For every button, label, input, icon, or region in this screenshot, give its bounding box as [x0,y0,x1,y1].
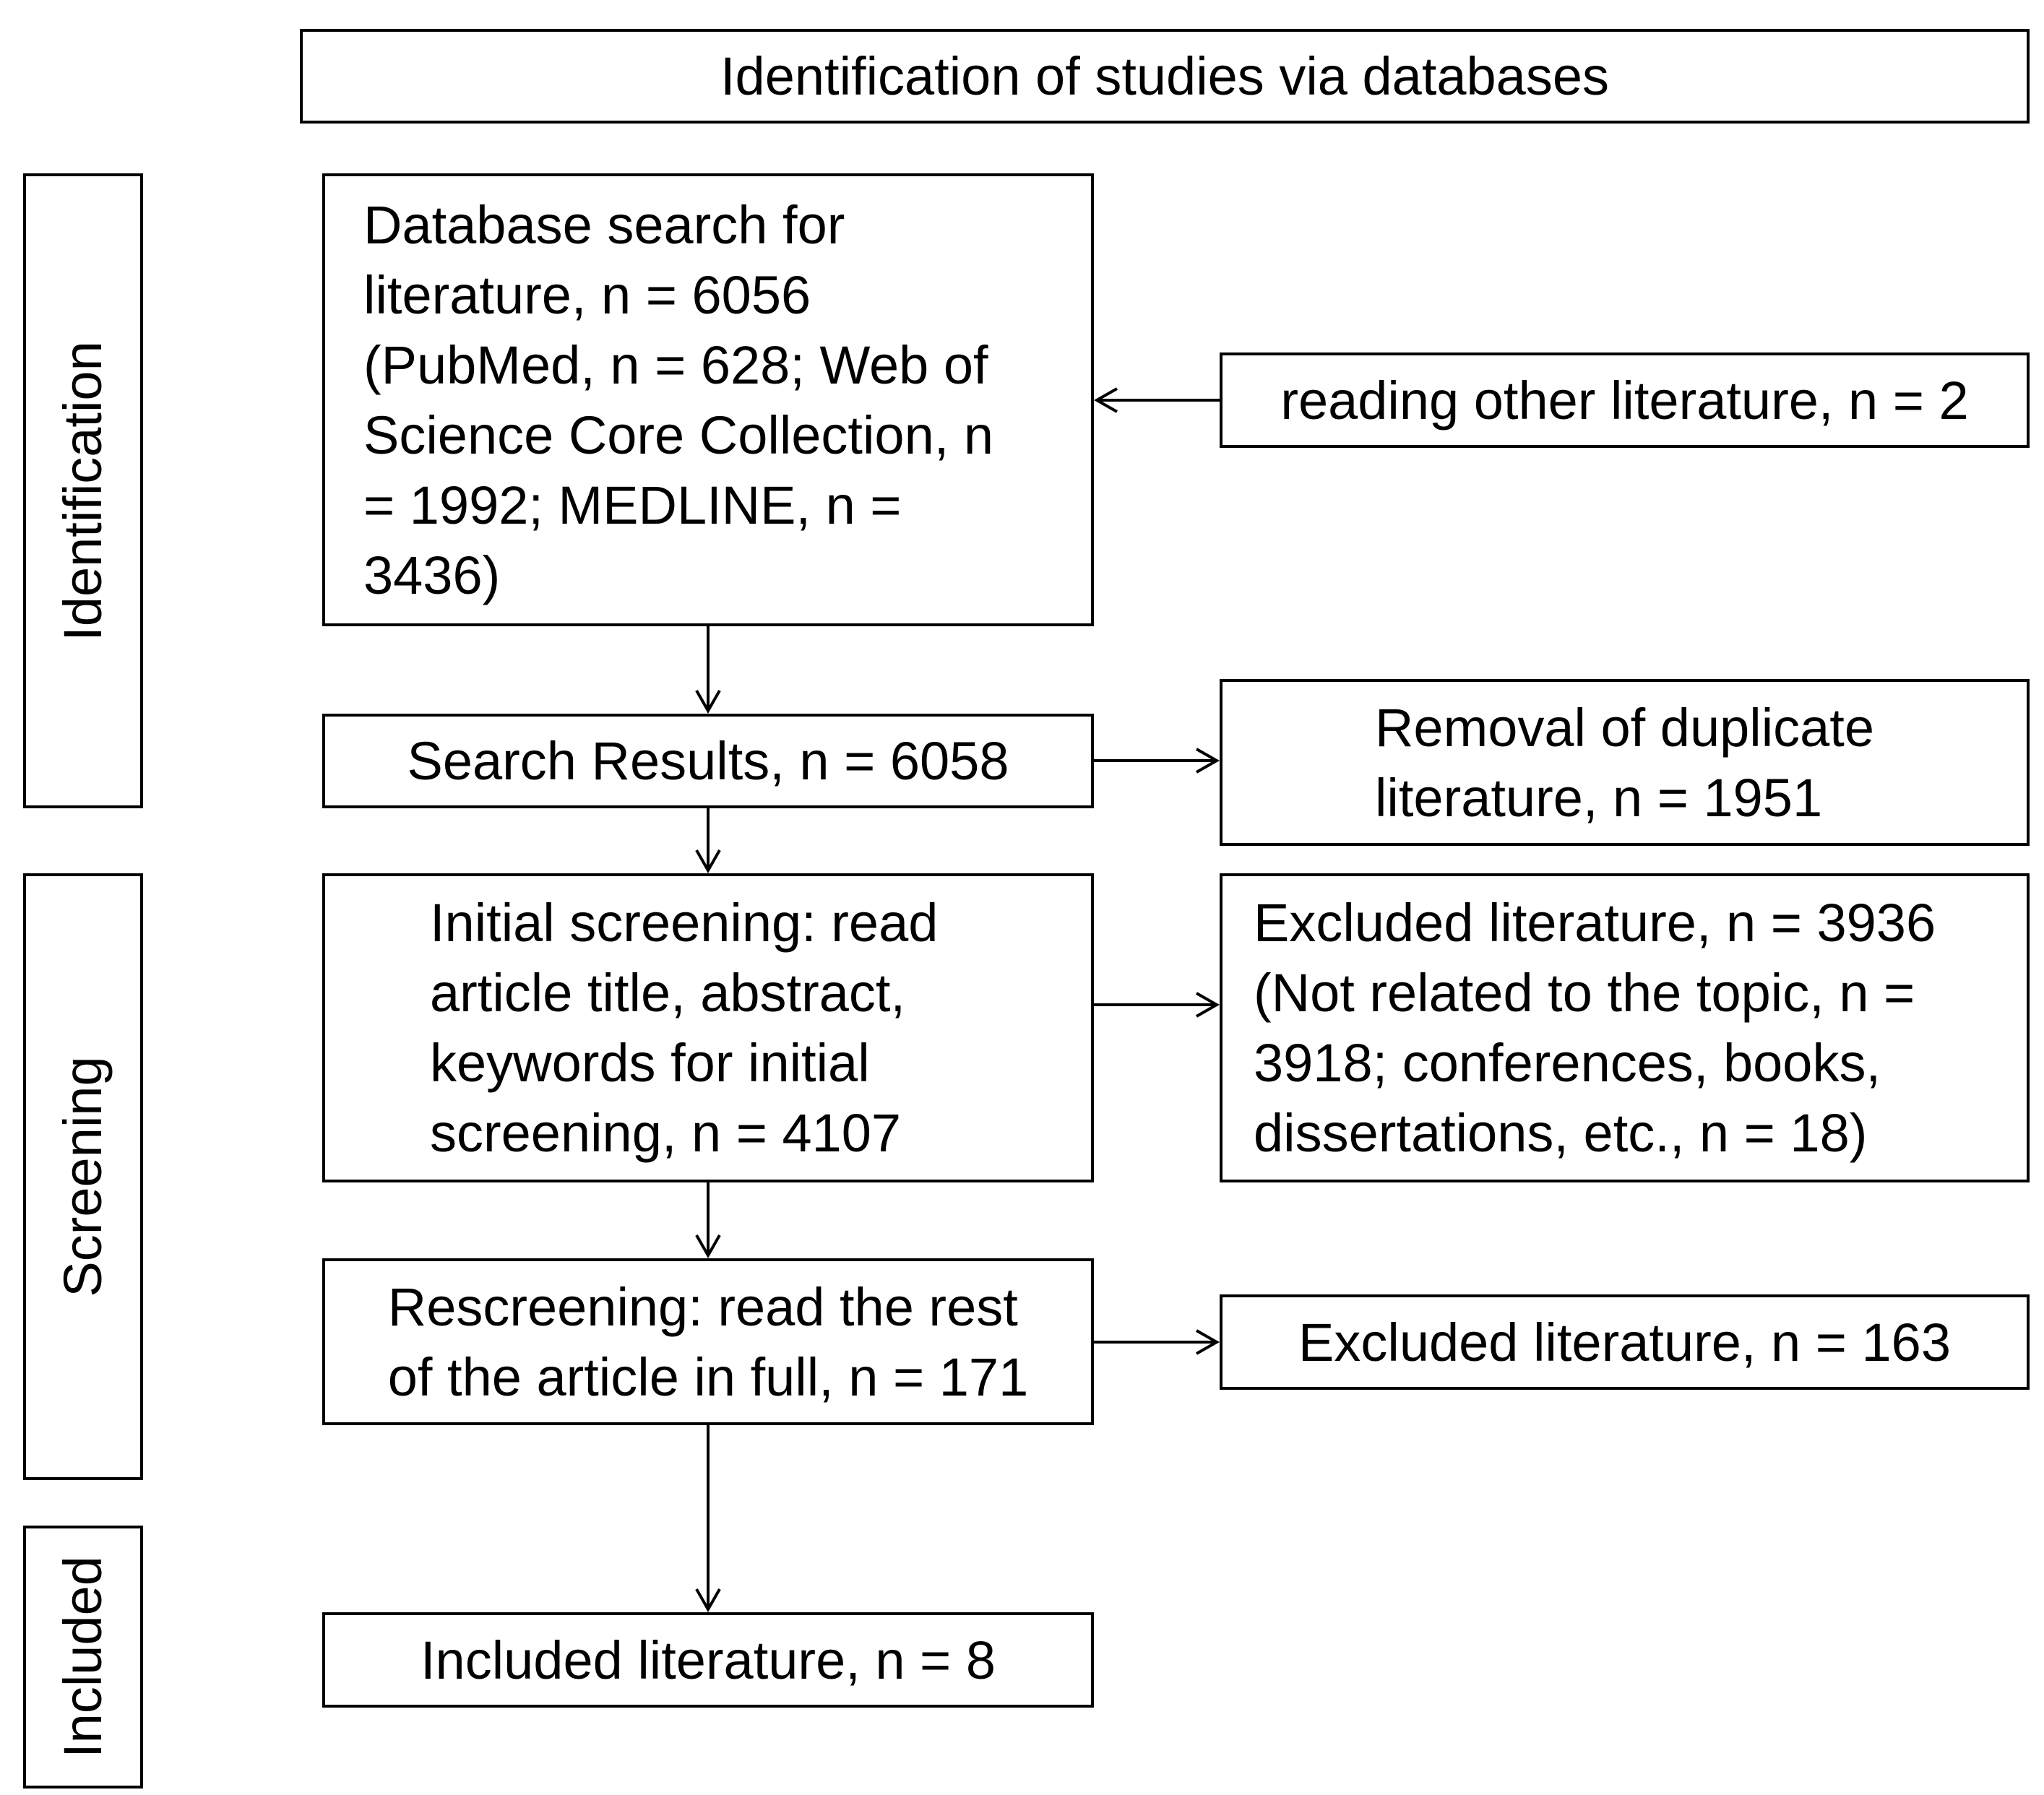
initial-screening-line: article title, abstract, [430,963,906,1023]
database-search-line: = 1992; MEDLINE, n = [363,475,902,535]
other-literature-box: reading other literature, n = 2 [1220,352,2030,448]
arrow-initial-to-excluded-head [1196,992,1220,1018]
excluded-initial-line: Excluded literature, n = 3936 [1254,893,1936,953]
excluded-initial-line: (Not related to the topic, n = [1254,963,1915,1023]
arrow-search-to-results-head [695,690,721,714]
stage-identification-label: Identification [53,340,113,641]
excluded-rescreening-text: Excluded literature, n = 163 [1298,1312,1951,1372]
duplicates-removed-line: literature, n = 1951 [1374,767,1823,828]
excluded-initial-text: Excluded literature, n = 3936 (Not relat… [1254,888,1936,1168]
rescreening-line: Rescreening: read the rest [387,1276,1018,1337]
rescreening-line: of the article in full, n = 171 [387,1346,1029,1407]
excluded-initial-box: Excluded literature, n = 3936 (Not relat… [1220,873,2030,1182]
stage-included-label: Included [53,1556,113,1758]
database-search-line: Database search for [363,194,845,255]
initial-screening-box: Initial screening: read article title, a… [322,873,1094,1182]
database-search-box: Database search for literature, n = 6056… [322,173,1094,626]
header-title: Identification of studies via databases [720,46,1609,106]
arrow-rescreening-to-included-head [695,1588,721,1613]
excluded-rescreening-box: Excluded literature, n = 163 [1220,1294,2030,1390]
arrow-results-to-duplicates-head [1196,748,1220,774]
initial-screening-line: screening, n = 4107 [430,1103,902,1163]
search-results-text: Search Results, n = 6058 [407,731,1009,791]
arrow-other-to-search-head [1093,387,1118,413]
arrow-results-to-initial-head [695,849,721,874]
duplicates-removed-box: Removal of duplicate literature, n = 195… [1220,679,2030,846]
stage-screening: Screening [23,873,143,1480]
stage-identification: Identification [23,173,143,808]
rescreening-box: Rescreening: read the rest of the articl… [322,1258,1094,1425]
included-literature-text: Included literature, n = 8 [420,1630,996,1690]
initial-screening-line: Initial screening: read [430,893,939,953]
included-literature-box: Included literature, n = 8 [322,1612,1094,1708]
stage-included: Included [23,1526,143,1788]
database-search-text: Database search for literature, n = 6056… [363,190,993,610]
arrow-rescreening-to-excluded-head [1196,1329,1220,1355]
initial-screening-line: keywords for initial [430,1033,870,1093]
stage-screening-label: Screening [53,1056,113,1297]
excluded-initial-line: dissertations, etc., n = 18) [1254,1103,1868,1163]
database-search-line: (PubMed, n = 628; Web of [363,334,988,395]
duplicates-removed-line: Removal of duplicate [1374,697,1875,758]
other-literature-text: reading other literature, n = 2 [1280,370,1969,431]
header-box: Identification of studies via databases [300,29,2030,124]
arrow-initial-to-rescreening-head [695,1234,721,1259]
database-search-line: literature, n = 6056 [363,264,811,325]
rescreening-text: Rescreening: read the rest of the articl… [388,1272,1028,1412]
duplicates-removed-text: Removal of duplicate literature, n = 195… [1375,693,1874,833]
excluded-initial-line: 3918; conferences, books, [1254,1033,1881,1093]
initial-screening-text: Initial screening: read article title, a… [430,888,938,1168]
database-search-line: 3436) [363,545,501,605]
search-results-box: Search Results, n = 6058 [322,714,1094,808]
database-search-line: Science Core Collection, n [363,405,993,465]
